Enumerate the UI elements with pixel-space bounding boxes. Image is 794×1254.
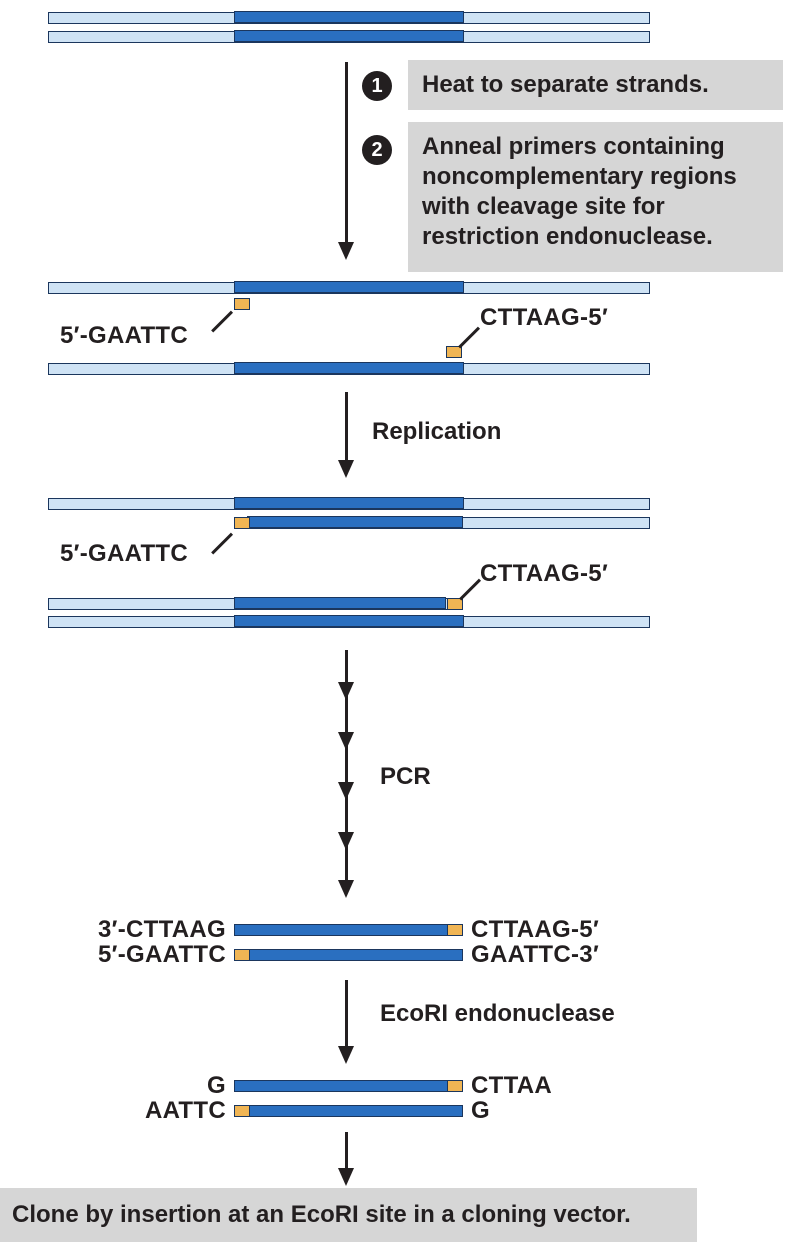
dna-strand-bottom [48,615,650,628]
step-2-line: noncomplementary regions [422,163,737,190]
pcr-product-bottom [234,949,463,961]
primer-right [447,924,463,936]
arrow-head [338,832,354,850]
step-1-number: 1 [362,71,392,101]
replication-right-sequence: CTTAAG-5′ [480,560,608,587]
new-strand [234,516,650,529]
final-step-text: Clone by insertion at an EcoRI site in a… [12,1201,631,1228]
cut-bottom-left-sequence: AATTC [144,1097,226,1124]
arrow-head [338,1168,354,1186]
primer-left [234,949,250,961]
final-step-box: Clone by insertion at an EcoRI site in a… [0,1188,697,1242]
primer-left [234,517,250,529]
primer-right-sequence: CTTAAG-5′ [480,304,608,331]
primer-right [446,346,462,358]
step-2-line: Anneal primers containing [422,133,725,160]
arrow-shaft [345,980,348,1048]
pcr-top-left-sequence: 3′-CTTAAG [98,916,226,943]
step-1-box: Heat to separate strands. [408,60,783,110]
step-2-box: Anneal primers containing noncomplementa… [408,122,783,272]
cut-product-top [234,1080,463,1092]
step-2-line: with cleavage site for [422,193,665,220]
cut-product-bottom [234,1105,463,1117]
leader-line [211,310,233,333]
cut-bottom-right-sequence: G [471,1097,490,1124]
arrow-shaft [345,392,348,462]
cut-top-right-sequence: CTTAA [471,1072,553,1099]
arrow-head [338,460,354,478]
cut-top-left-sequence: G [207,1072,226,1099]
pcr-top-right-sequence: CTTAAG-5′ [471,916,599,943]
step-1-text: Heat to separate strands. [422,71,709,98]
primer-left [234,298,250,310]
step-2-line: restriction endonuclease. [422,223,713,250]
arrow-shaft [345,1132,348,1172]
pcr-bottom-right-sequence: GAATTC-3′ [471,941,599,968]
dna-strand-top [48,497,650,510]
primer-right [447,1080,463,1092]
arrow-head [338,242,354,260]
dna-strand-top [48,11,650,24]
dna-strand-bottom [48,30,650,43]
pcr-product-top [234,924,463,936]
dna-strand-top [48,281,650,294]
step-2-number: 2 [362,135,392,165]
pcr-bottom-left-sequence: 5′-GAATTC [98,941,226,968]
leader-line [458,326,480,349]
arrow-shaft [345,62,348,244]
dna-strand-bottom [48,362,650,375]
leader-line [459,578,481,601]
pcr-label: PCR [380,763,431,790]
primer-left [234,1105,250,1117]
primer-left-sequence: 5′-GAATTC [60,322,188,349]
ecori-label: EcoRI endonuclease [380,1000,615,1027]
arrow-head [338,782,354,800]
arrow-shaft [345,650,348,880]
arrow-head [338,880,354,898]
arrow-head [338,1046,354,1064]
arrow-head [338,732,354,750]
leader-line [211,532,233,555]
replication-label: Replication [372,418,502,445]
primer-right [447,598,463,610]
new-strand [48,597,463,610]
arrow-head [338,682,354,700]
replication-left-sequence: 5′-GAATTC [60,540,188,567]
